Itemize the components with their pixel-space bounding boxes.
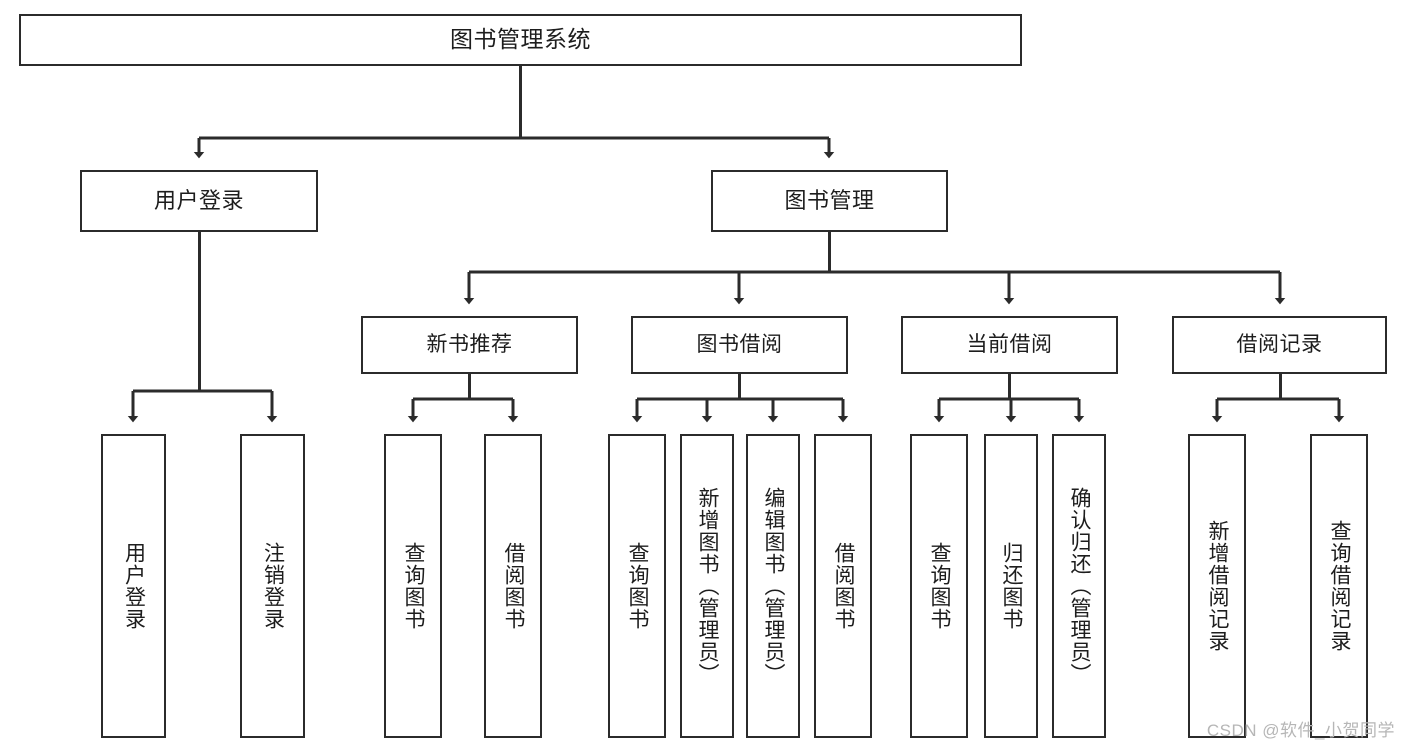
node-label: 查询图书	[402, 542, 426, 630]
node-label: 新书推荐	[426, 332, 513, 356]
node-borrow-record[interactable]: 借阅记录	[1172, 316, 1387, 374]
node-label: 新增图书（管理员）	[696, 487, 720, 685]
node-label: 借阅记录	[1236, 332, 1323, 356]
node-label: 图书管理	[784, 187, 875, 213]
node-current-borrow[interactable]: 当前借阅	[901, 316, 1118, 374]
node-label: 查询图书	[928, 542, 952, 630]
node-label: 图书管理系统	[450, 26, 591, 53]
node-label: 借阅图书	[832, 542, 856, 630]
node-label: 当前借阅	[966, 332, 1053, 356]
node-label: 查询借阅记录	[1328, 520, 1352, 652]
node-book-manage[interactable]: 图书管理	[711, 170, 948, 232]
node-label: 查询图书	[626, 542, 650, 630]
node-label: 用户登录	[122, 542, 146, 630]
node-user-login[interactable]: 用户登录	[80, 170, 318, 232]
node-label: 借阅图书	[502, 542, 526, 630]
node-leaf-query-borrow-record[interactable]: 查询借阅记录	[1310, 434, 1368, 738]
node-leaf-query-book-recommend[interactable]: 查询图书	[384, 434, 442, 738]
node-leaf-query-book-current[interactable]: 查询图书	[910, 434, 968, 738]
node-label: 编辑图书（管理员）	[762, 487, 786, 685]
node-label: 归还图书	[1000, 542, 1024, 630]
node-new-book-recommend[interactable]: 新书推荐	[361, 316, 578, 374]
node-leaf-query-book-borrow[interactable]: 查询图书	[608, 434, 666, 738]
node-leaf-borrow-book[interactable]: 借阅图书	[814, 434, 872, 738]
node-label: 用户登录	[153, 187, 244, 213]
node-label: 图书借阅	[696, 332, 783, 356]
node-leaf-user-login[interactable]: 用户登录	[101, 434, 166, 738]
node-root-book-management-system[interactable]: 图书管理系统	[19, 14, 1022, 66]
node-leaf-return-book[interactable]: 归还图书	[984, 434, 1038, 738]
node-book-borrow[interactable]: 图书借阅	[631, 316, 848, 374]
node-leaf-edit-book[interactable]: 编辑图书（管理员）	[746, 434, 800, 738]
node-leaf-borrow-book-recommend[interactable]: 借阅图书	[484, 434, 542, 738]
node-label: 确认归还（管理员）	[1068, 487, 1092, 685]
node-label: 新增借阅记录	[1206, 520, 1230, 652]
csdn-watermark: CSDN @软件_小贺同学	[1206, 721, 1395, 740]
node-label: 注销登录	[261, 542, 285, 630]
node-leaf-user-logout[interactable]: 注销登录	[240, 434, 305, 738]
node-leaf-add-book[interactable]: 新增图书（管理员）	[680, 434, 734, 738]
node-leaf-add-borrow-record[interactable]: 新增借阅记录	[1188, 434, 1246, 738]
node-leaf-confirm-return[interactable]: 确认归还（管理员）	[1052, 434, 1106, 738]
